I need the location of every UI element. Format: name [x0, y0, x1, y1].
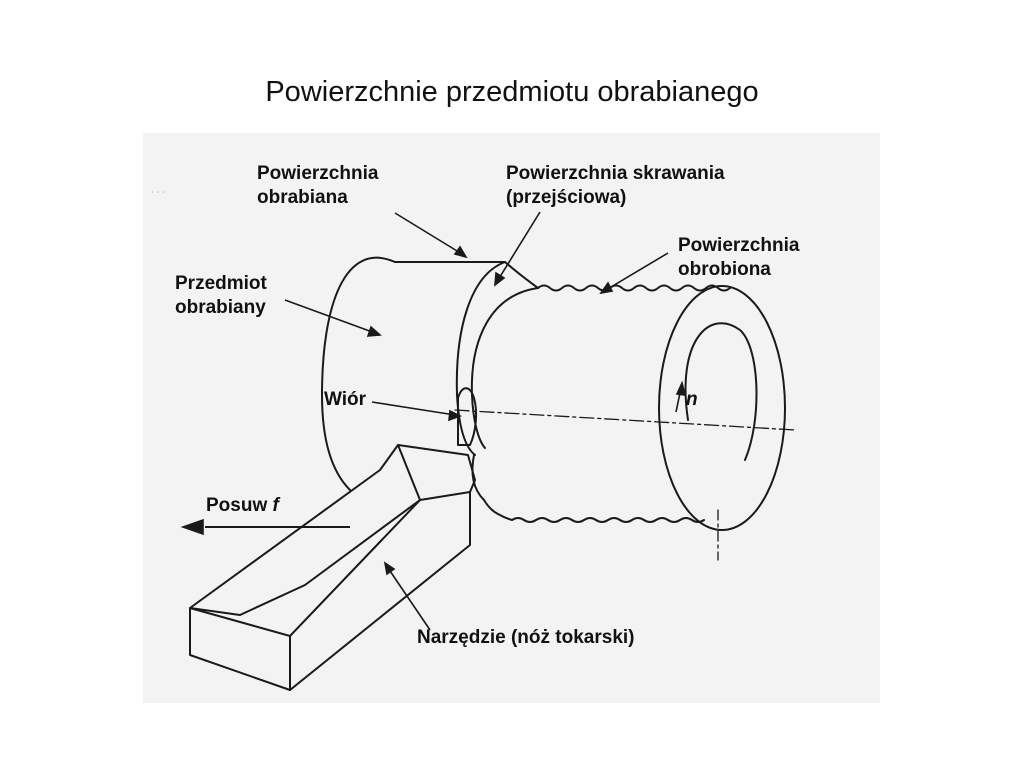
label-powierzchnia-obrabiana: Powierzchnia obrabiana	[257, 163, 379, 208]
label-posuw: Posuw f	[206, 494, 279, 518]
arrow-posuw	[180, 518, 204, 536]
label-przedmiot-obrabiany: Przedmiot obrabiany	[175, 273, 267, 318]
label-posuw-f: f	[272, 495, 279, 516]
machined-bottom-edge	[483, 499, 705, 523]
label-posuw-text: Posuw	[206, 495, 273, 516]
arrow-wior	[448, 409, 463, 422]
machined-top-edge	[537, 284, 731, 292]
workpiece-front-edge	[321, 256, 396, 491]
workpiece-top-edge	[394, 261, 539, 289]
tool-side-face	[289, 491, 471, 691]
page-title: Powierzchnie przedmiotu obrabianego	[265, 76, 759, 108]
arrow-obrabiana	[453, 245, 468, 259]
rotation-arc	[684, 322, 758, 461]
tool-tip	[397, 444, 476, 493]
arrow-obrobiona	[599, 281, 614, 295]
workpiece-end-ring-outer	[455, 261, 506, 456]
arrow-narzedzie	[383, 561, 396, 576]
arrow-przedmiot	[366, 325, 382, 337]
tool-front-face	[189, 607, 291, 691]
label-narzedzie: Narzędzie (nóż tokarski)	[417, 627, 635, 648]
tool-bottom-edge	[289, 499, 421, 637]
axis-line	[454, 409, 796, 431]
arrow-rotation	[675, 380, 687, 396]
background-text-noise: …	[150, 180, 166, 197]
scanned-figure-background	[143, 133, 880, 703]
label-powierzchnia-obrobiona: Powierzchnia obrobiona	[678, 235, 800, 280]
workpiece-end-ring-inner	[470, 287, 539, 449]
chip-curl	[457, 387, 478, 446]
label-powierzchnia-skrawania: Powierzchnia skrawania (przejściowa)	[506, 163, 725, 208]
label-wior: Wiór	[324, 389, 367, 410]
tool-top-face	[189, 444, 421, 616]
end-face-ellipse	[658, 285, 786, 531]
arrow-skrawania	[494, 271, 506, 287]
label-rotation-n: n	[686, 389, 698, 410]
